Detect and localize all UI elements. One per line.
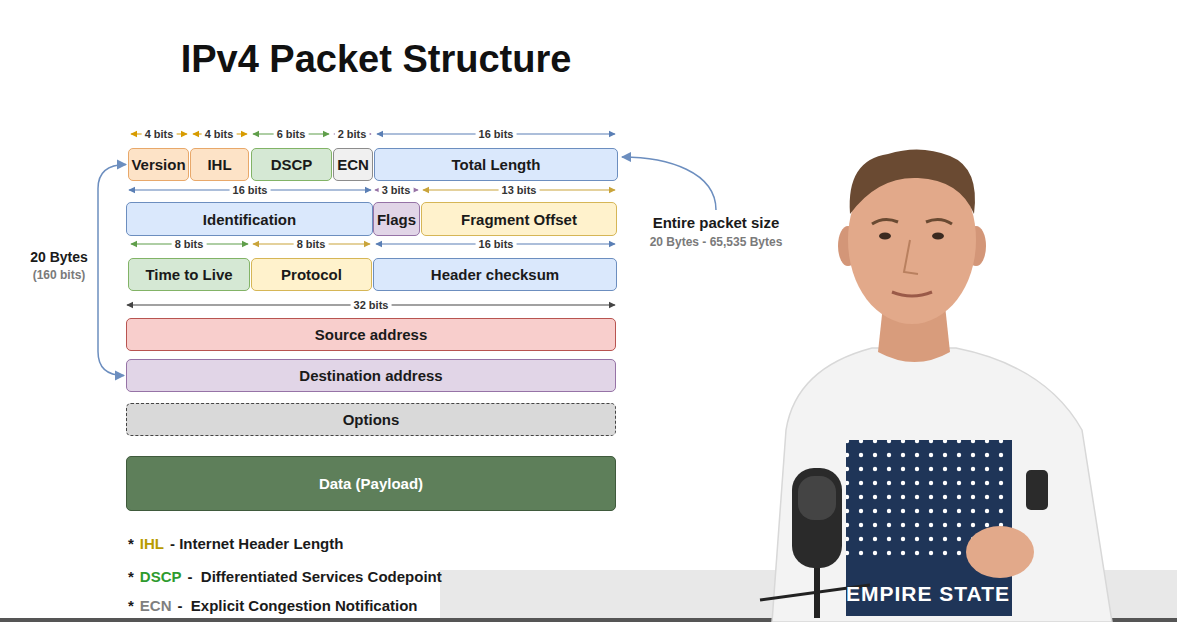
dimension-label: 8 bits xyxy=(172,238,207,250)
field-name: Identification xyxy=(203,211,296,228)
header-field: ECN xyxy=(333,148,373,181)
field-name: Protocol xyxy=(281,266,342,283)
footnote-line: * IHL - Internet Header Length xyxy=(128,535,343,552)
footnote-marker: * xyxy=(128,535,134,552)
dimension-label: 16 bits xyxy=(476,238,517,250)
header-field: Protocol xyxy=(251,258,372,291)
footnote-line: * ECN - Explicit Congestion Notification xyxy=(128,597,418,614)
field-name: Time to Live xyxy=(145,266,232,283)
field-name: Source address xyxy=(315,326,428,343)
microphone-body xyxy=(792,468,842,568)
header-field: Fragment Offset xyxy=(421,202,617,236)
header-field: Time to Live xyxy=(128,258,250,291)
dimension-label: 4 bits xyxy=(142,128,177,140)
presenter-figure xyxy=(760,149,1112,622)
presenter-brow xyxy=(872,219,898,224)
dimension-label: 2 bits xyxy=(335,128,370,140)
abbreviation: DSCP xyxy=(140,568,182,585)
field-name: Data (Payload) xyxy=(319,475,423,492)
dimension-label: 16 bits xyxy=(476,128,517,140)
callout-label: Entire packet size xyxy=(653,214,780,231)
presenter-brow xyxy=(926,219,952,224)
field-name: IHL xyxy=(207,156,231,173)
field-name: Flags xyxy=(377,211,416,228)
options-field: Options xyxy=(126,403,616,436)
presenter-watch xyxy=(1026,470,1048,510)
presenter-hand xyxy=(966,526,1034,578)
abbreviation: ECN xyxy=(140,597,172,614)
header-field: DSCP xyxy=(251,148,332,181)
leader-line xyxy=(622,157,716,210)
header-field: Flags xyxy=(373,202,420,236)
field-name: Version xyxy=(131,156,185,173)
microphone-grille xyxy=(798,476,836,520)
dimension-label: 3 bits xyxy=(379,184,414,196)
footnote-marker: * xyxy=(128,597,134,614)
abbreviation: IHL xyxy=(140,535,164,552)
footnote-line: * DSCP - Differentiated Services Codepoint xyxy=(128,568,442,585)
footnote-text: - Explicit Congestion Notification xyxy=(178,597,418,614)
field-name: Header checksum xyxy=(431,266,559,283)
dimension-label: 32 bits xyxy=(351,299,392,311)
presenter-eye xyxy=(879,233,891,240)
presenter-shirt xyxy=(772,348,1112,622)
field-name: Fragment Offset xyxy=(461,211,577,228)
presenter-nose xyxy=(904,240,918,274)
size-sublabel: (160 bits) xyxy=(33,268,86,282)
header-field: Identification xyxy=(126,202,373,236)
header-field: Header checksum xyxy=(373,258,617,291)
header-field: Version xyxy=(128,148,189,181)
footnote-marker: * xyxy=(128,568,134,585)
shirt-print-text: EMPIRE STATE xyxy=(846,582,1010,606)
dimension-label: 8 bits xyxy=(294,238,329,250)
payload-block: Data (Payload) xyxy=(126,456,616,511)
presenter-hair xyxy=(850,149,975,214)
slide-title: IPv4 Packet Structure xyxy=(0,38,752,81)
field-name: Total Length xyxy=(452,156,541,173)
dimension-label: 13 bits xyxy=(499,184,540,196)
dimension-label: 16 bits xyxy=(230,184,271,196)
field-name: ECN xyxy=(337,156,369,173)
header-field: Total Length xyxy=(374,148,618,181)
header-field: IHL xyxy=(190,148,249,181)
field-name: DSCP xyxy=(271,156,313,173)
dimension-label: 4 bits xyxy=(202,128,237,140)
presenter-mouth xyxy=(892,292,932,296)
field-name: Options xyxy=(343,411,400,428)
callout-sublabel: 20 Bytes - 65,535 Bytes xyxy=(650,235,783,249)
size-label: 20 Bytes xyxy=(30,249,88,265)
dimension-label: 6 bits xyxy=(274,128,309,140)
presenter-eye xyxy=(932,233,944,240)
footnote-text: - Internet Header Length xyxy=(170,535,343,552)
address-field: Destination address xyxy=(126,359,616,392)
address-field: Source address xyxy=(126,318,616,351)
footnote-text: - Differentiated Services Codepoint xyxy=(188,568,442,585)
bracket-connector xyxy=(98,165,126,376)
field-name: Destination address xyxy=(299,367,442,384)
